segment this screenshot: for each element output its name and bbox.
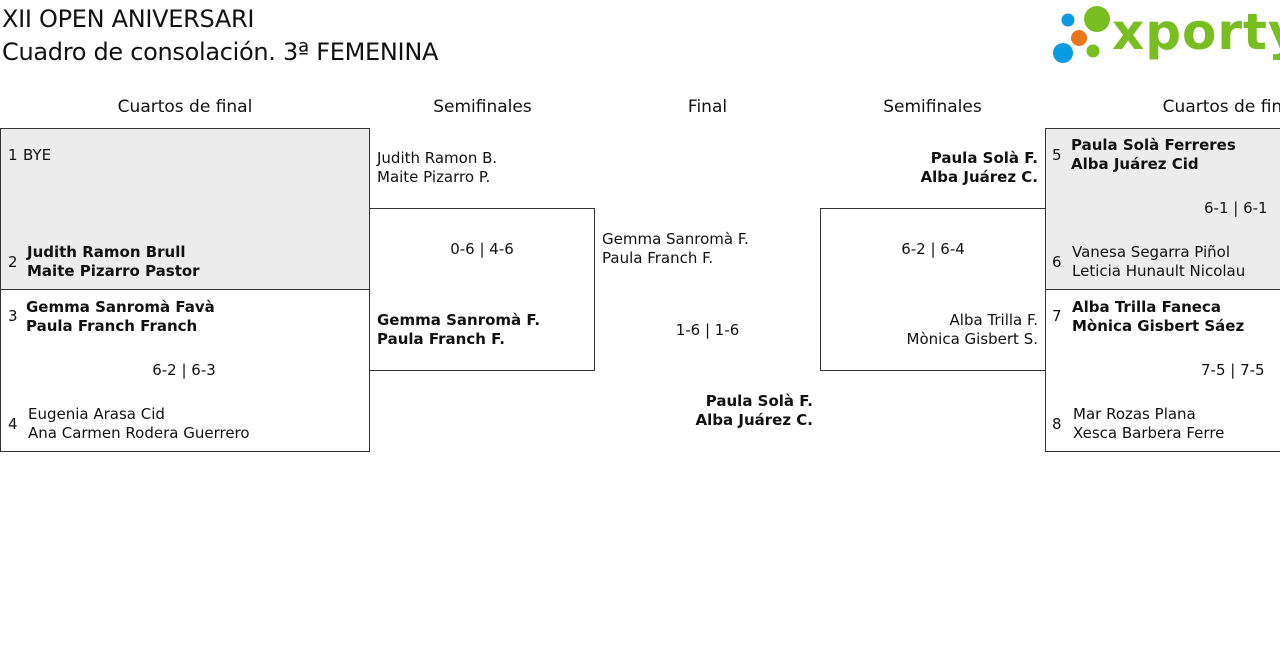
player-name: Leticia Hunault Nicolau <box>1072 262 1246 280</box>
column-header-sf-left: Semifinales <box>433 97 532 117</box>
match-score: 6-1 | 6-1 <box>1204 199 1268 217</box>
player-name: Alba Trilla F. <box>949 311 1038 329</box>
match-box-qf-3[interactable] <box>1045 128 1280 290</box>
player-name: Alba Juárez C. <box>920 168 1038 186</box>
match-score: 1-6 | 1-6 <box>675 321 740 339</box>
player-name: Eugenia Arasa Cid <box>28 405 165 423</box>
seed-number: 5 <box>1052 146 1062 164</box>
player-name: Gemma Sanromà F. <box>377 311 541 329</box>
player-name: Mar Rozas Plana <box>1073 405 1196 423</box>
player-name: Maite Pizarro P. <box>377 168 491 186</box>
player-name: Mònica Gisbert S. <box>906 330 1038 348</box>
column-header-sf-right: Semifinales <box>883 97 982 117</box>
match-box-qf-4[interactable] <box>1045 289 1280 452</box>
seed-number: 8 <box>1052 415 1062 433</box>
player-name: Judith Ramon Brull <box>27 243 186 261</box>
player-name: Paula Franch Franch <box>26 317 198 335</box>
player-name: Vanesa Segarra Piñol <box>1072 243 1231 261</box>
seed-number: 2 <box>8 253 18 271</box>
match-score: 7-5 | 7-5 <box>1201 361 1265 379</box>
match-score: 6-2 | 6-4 <box>901 240 965 258</box>
player-name: Gemma Sanromà Favà <box>26 298 215 316</box>
column-header-final: Final <box>687 97 728 117</box>
logo-wordmark: xporty <box>1112 3 1280 61</box>
seed-number: 3 <box>8 307 18 325</box>
player-name: Paula Franch F. <box>377 330 505 348</box>
column-header-qf-left: Cuartos de final <box>117 97 253 117</box>
match-score: 6-2 | 6-3 <box>152 361 216 379</box>
match-score: 0-6 | 4-6 <box>450 240 514 258</box>
winner-name: Paula Solà F. <box>705 392 813 410</box>
player-name: Paula Franch F. <box>602 249 714 267</box>
logo-dots-icon <box>1053 6 1110 63</box>
player-name: Ana Carmen Rodera Guerrero <box>28 424 250 442</box>
player-name: Gemma Sanromà F. <box>602 230 749 248</box>
player-name: Alba Juárez Cid <box>1071 155 1199 173</box>
draw-name: Cuadro de consolación. 3ª FEMENINA <box>2 38 439 66</box>
player-name: Maite Pizarro Pastor <box>27 262 200 280</box>
player-name: Alba Trilla Faneca <box>1072 298 1221 316</box>
player-name: Xesca Barbera Ferre <box>1073 424 1225 442</box>
tournament-name: XII OPEN ANIVERSARI <box>2 5 255 33</box>
winner-name: Alba Juárez C. <box>695 411 813 429</box>
player-name: Paula Solà F. <box>930 149 1038 167</box>
player-name: Mònica Gisbert Sáez <box>1072 317 1245 335</box>
seed-number: 6 <box>1052 253 1062 271</box>
player-name: BYE <box>23 146 52 164</box>
player-name: Judith Ramon B. <box>377 149 498 167</box>
match-box-sf-left[interactable] <box>369 208 595 371</box>
match-box-qf-1[interactable] <box>0 128 370 290</box>
seed-number: 4 <box>8 415 18 433</box>
seed-number: 7 <box>1052 307 1062 325</box>
seed-number: 1 <box>8 146 18 164</box>
column-header-qf-right: Cuartos de final <box>1162 97 1280 117</box>
page-title: XII OPEN ANIVERSARI Cuadro de consolació… <box>2 3 438 69</box>
xporty-logo[interactable]: xporty <box>1050 2 1280 68</box>
player-name: Paula Solà Ferreres <box>1071 136 1236 154</box>
